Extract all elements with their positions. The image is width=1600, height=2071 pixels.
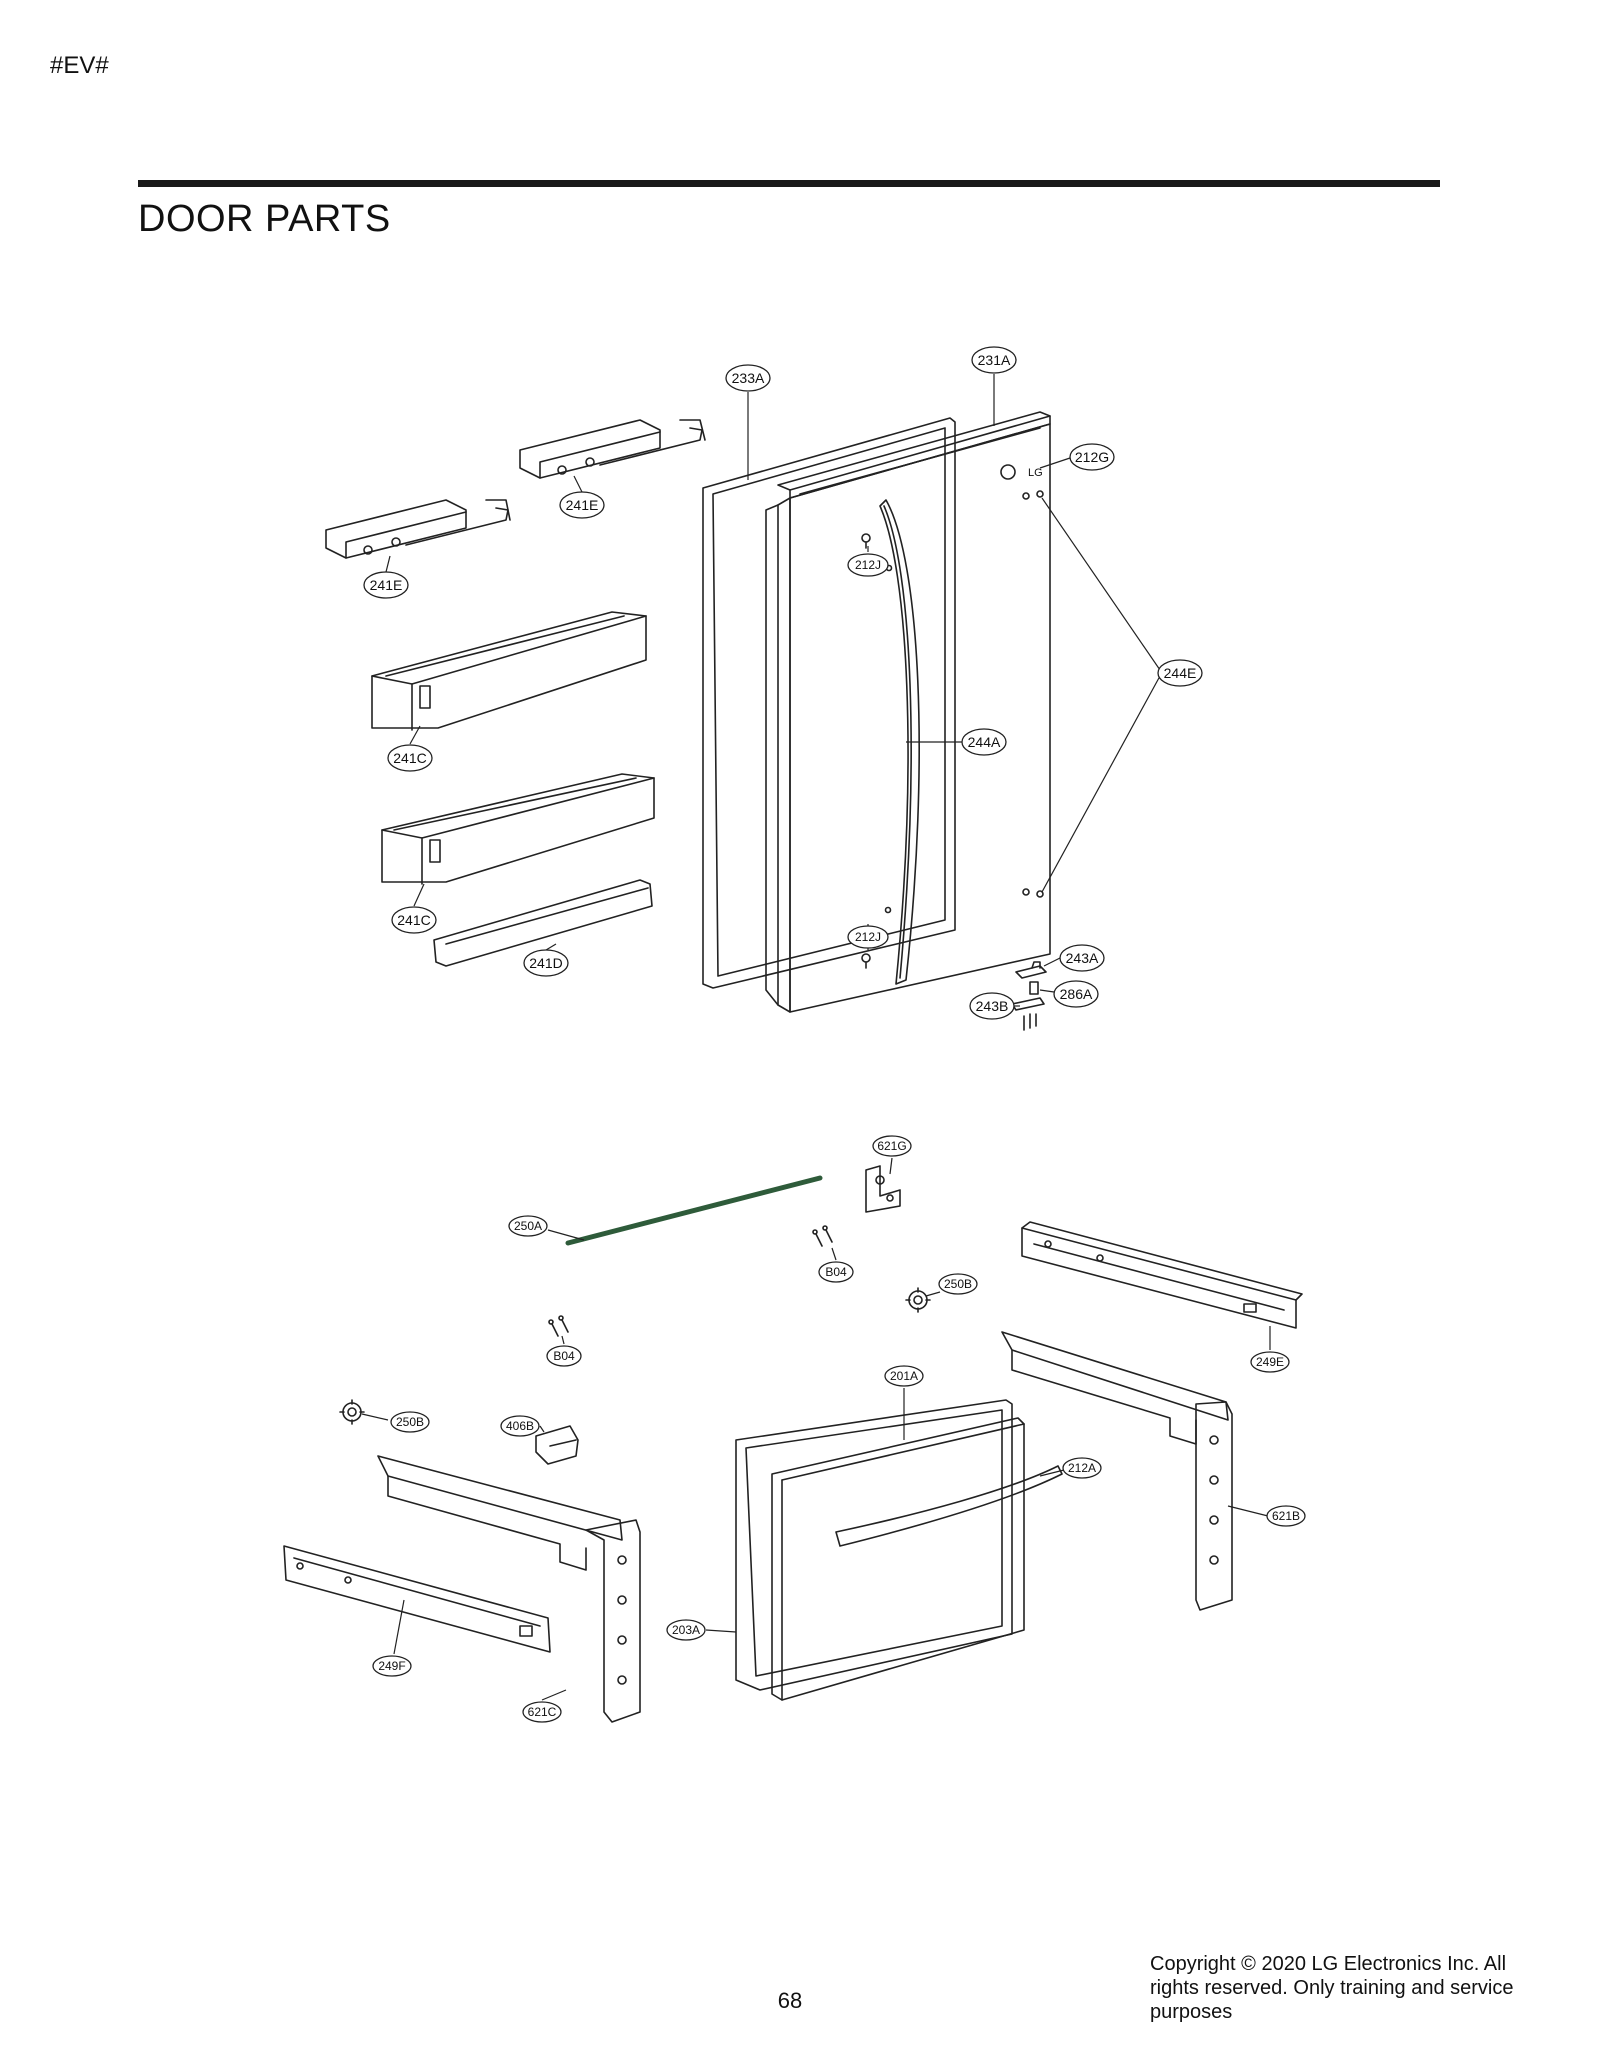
slide-rail-249F [283, 1545, 551, 1653]
callout-212J-top: 212J [855, 558, 881, 572]
callout-406B: 406B [506, 1419, 534, 1433]
callout-243A: 243A [1066, 950, 1099, 966]
callout-212G: 212G [1075, 449, 1109, 465]
lg-logo-212G: LG [1000, 464, 1043, 480]
callout-231A: 231A [978, 352, 1011, 368]
screws-B04-right [812, 1225, 833, 1247]
callout-621B: 621B [1272, 1509, 1300, 1523]
callout-621G: 621G [877, 1139, 906, 1153]
door-bin-241C-upper [371, 611, 647, 731]
copyright-notice: Copyright © 2020 LG Electronics Inc. All… [1150, 1953, 1514, 2023]
handle-screw-bottom-212J [861, 906, 892, 969]
page-tag: #EV# [50, 52, 109, 79]
callout-212J-bottom: 212J [855, 930, 881, 944]
hinge-bracket-621G [865, 1165, 901, 1213]
drawer-bracket-621C [377, 1455, 641, 1723]
drawer-bracket-621B [1001, 1331, 1233, 1611]
damper-406B [535, 1425, 579, 1465]
callout-233A: 233A [732, 370, 765, 386]
drawer-gasket-203A [735, 1399, 1013, 1691]
dairy-basket-241E-lower [325, 499, 511, 559]
door-cap-244E [1022, 490, 1044, 898]
callout-241D: 241D [529, 955, 562, 971]
callout-B04-right: B04 [825, 1265, 847, 1279]
callout-250B-right: 250B [944, 1277, 972, 1291]
callout-244A: 244A [968, 734, 1001, 750]
hinge-bushing-286A [1029, 981, 1039, 995]
drawer-handle-212A [835, 1465, 1063, 1547]
callout-201A: 201A [890, 1369, 918, 1383]
page-title: DOOR PARTS [138, 198, 391, 240]
callout-249F: 249F [378, 1659, 405, 1673]
door-closer-243B [1011, 997, 1045, 1031]
dairy-basket-241E-upper [519, 419, 706, 479]
callout-241C-bottom: 241C [397, 912, 430, 928]
callout-203A: 203A [672, 1623, 700, 1637]
door-handle-244A [879, 499, 920, 985]
callout-249E: 249E [1256, 1355, 1284, 1369]
door-stopper-243A [1015, 961, 1047, 979]
callout-241E-top: 241E [566, 497, 599, 513]
callout-250B-left: 250B [396, 1415, 424, 1429]
door-panel [765, 423, 1051, 1013]
callout-241C-top: 241C [393, 750, 426, 766]
callout-241E-left: 241E [370, 577, 403, 593]
gear-250B-left [339, 1399, 365, 1425]
title-rule [138, 180, 1440, 187]
gear-250B-right [905, 1287, 931, 1313]
callout-212A: 212A [1068, 1461, 1096, 1475]
callout-244E: 244E [1164, 665, 1197, 681]
svg-text:LG: LG [1028, 467, 1043, 479]
callout-243B: 243B [976, 998, 1009, 1014]
callout-621C: 621C [528, 1705, 557, 1719]
drawer-front-201A [771, 1417, 1025, 1701]
callout-286A: 286A [1060, 986, 1093, 1002]
slide-rail-249E [1021, 1221, 1303, 1329]
callout-250A: 250A [514, 1219, 542, 1233]
callout-B04-left: B04 [553, 1349, 575, 1363]
door-bin-241C-lower [381, 773, 655, 885]
door-gasket-233A [702, 417, 956, 989]
page-number: 68 [777, 1988, 803, 2013]
rail-rod-250A [565, 1175, 823, 1246]
screws-B04-left [548, 1315, 569, 1337]
bin-guide-241D [433, 879, 653, 967]
